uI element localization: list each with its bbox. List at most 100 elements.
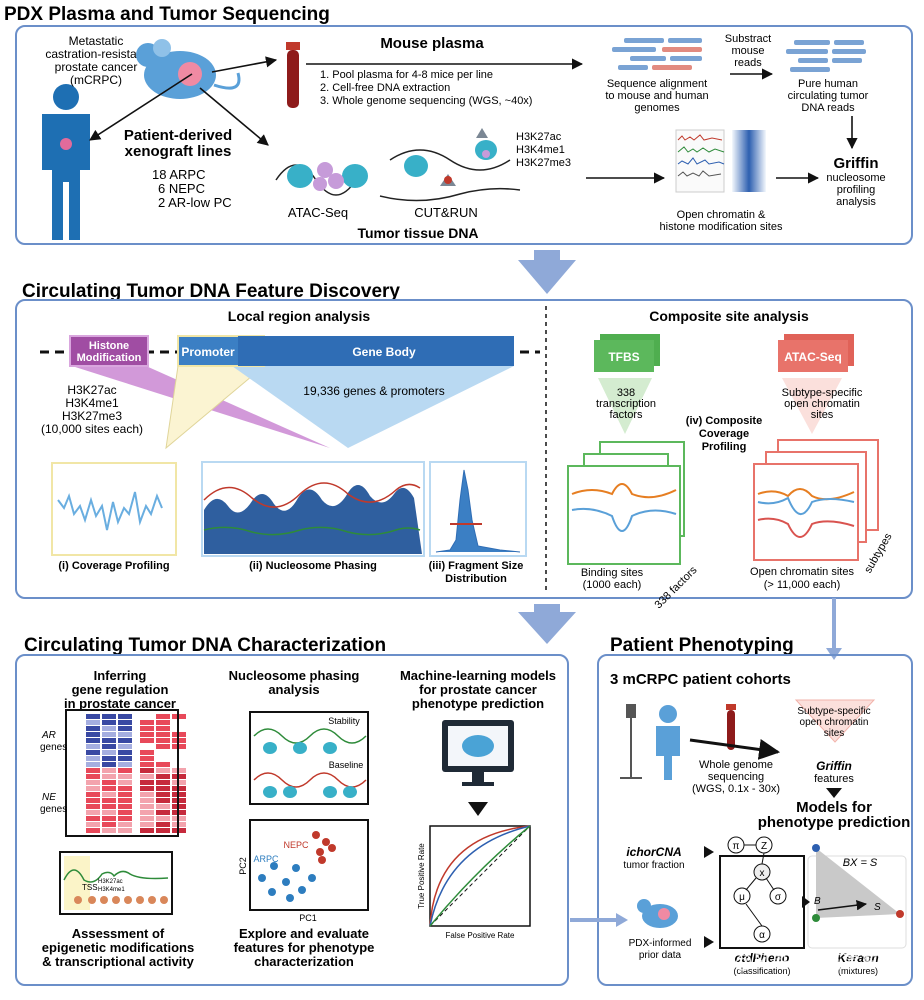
nucphase-green-wave <box>253 728 367 744</box>
pc1-label: PC1 <box>299 913 317 923</box>
roc-green-curve <box>429 825 531 927</box>
nucphase-label-1: Nucleosome phasing <box>229 668 360 683</box>
classif-label: (classification) <box>733 966 790 976</box>
ccp-label-2: Coverage <box>699 428 749 440</box>
mouse-to-tissue-arrow <box>199 87 269 146</box>
tpr-label: True Positive Rate <box>417 843 426 909</box>
subtypes-label: subtypes <box>862 531 895 576</box>
tss-h3k27ac: H3K27ac <box>98 879 123 885</box>
heatmap-cell <box>86 774 100 779</box>
heatmap-cell <box>156 828 170 833</box>
stability-label: Stability <box>328 716 360 726</box>
atac-curve-red <box>757 517 855 538</box>
opensites-label-2: (> 11,000 each) <box>764 579 841 591</box>
ml-label-3: phenotype prediction <box>412 696 544 711</box>
mixed-reads-icon <box>612 38 702 70</box>
iv-stand-icon <box>620 704 642 779</box>
nucphase-label-2: analysis <box>268 682 319 697</box>
ml-label-1: Machine-learning models <box>400 668 556 683</box>
fragment-label-2: Distribution <box>445 573 507 585</box>
heatmap-cell <box>118 810 132 815</box>
s2-mark-h3k4me1: H3K4me1 <box>65 396 119 410</box>
subtract-label-3: reads <box>734 57 762 69</box>
pure-label-3: DNA reads <box>801 102 855 114</box>
tf-label-1: 338 <box>617 387 635 399</box>
ne-genes-label: genes <box>40 804 67 815</box>
griffin-label: Griffin <box>834 155 879 172</box>
subtype-label-1: Subtype-specific <box>782 387 863 399</box>
genebody-wedge <box>232 366 514 448</box>
s2-mark-h3k27me3: H3K27me3 <box>62 409 122 423</box>
section2-panel <box>15 299 913 599</box>
explore-label-1: Explore and evaluate <box>239 926 369 941</box>
pi-symbol: π <box>733 841 740 852</box>
heatmap-cell <box>156 726 170 731</box>
heatmap-cell <box>156 720 170 725</box>
flow-arrow-1 <box>518 250 576 294</box>
heatmap-cell <box>102 804 116 809</box>
heatmap-cell <box>156 786 170 791</box>
prior-label-1: PDX-informed <box>629 938 692 949</box>
heatmap-cell <box>102 732 116 737</box>
heatmap-cell <box>102 786 116 791</box>
infer-label-3: in prostate cancer <box>64 696 176 711</box>
heatmap-cell <box>102 822 116 827</box>
subtract-label-1: Substract <box>725 33 771 45</box>
heatmap-cell <box>140 738 154 743</box>
open-label-2: histone modification sites <box>660 221 783 233</box>
mu-symbol: μ <box>739 892 745 903</box>
heatmap-cell <box>118 768 132 773</box>
subtract-label-2: mouse <box>731 45 764 57</box>
heatmap-cell <box>156 792 170 797</box>
s4-griffin-label: Griffin <box>816 759 852 773</box>
phasing-label: (ii) Nucleosome Phasing <box>249 560 377 572</box>
tf-curve-orange <box>571 483 677 499</box>
heatmap-cell <box>140 798 154 803</box>
coverage-line <box>57 491 163 531</box>
fragment-label-1: (iii) Fragment Size <box>429 560 524 572</box>
heatmap-cell <box>118 714 132 719</box>
heatmap-cell <box>140 762 154 767</box>
heatmap-cell <box>118 732 132 737</box>
align-label-3: genomes <box>634 102 680 114</box>
roc-red-curve <box>429 825 531 927</box>
plasma-title: Mouse plasma <box>380 35 484 52</box>
genebody-box <box>238 336 514 366</box>
patient-label-3: prostate cancer <box>55 60 138 74</box>
atac-wedge <box>782 378 842 434</box>
heatmap-cell <box>86 816 100 821</box>
prior-arrow <box>704 936 714 948</box>
ichor-label: ichorCNA <box>626 845 681 859</box>
align-label-1: Sequence alignment <box>607 78 707 90</box>
tf-label-3: factors <box>609 409 643 421</box>
nucleosome-atac-icon <box>275 162 368 196</box>
tfbs-label: TFBS <box>608 350 639 364</box>
mouse-icon <box>136 39 241 99</box>
histone-label-1: Histone <box>89 340 129 352</box>
alpha-symbol: α <box>759 930 765 941</box>
heatmap-cell <box>156 822 170 827</box>
s1-mark-h3k27me3: H3K27me3 <box>516 157 571 169</box>
heatmap-cell <box>86 726 100 731</box>
heatmap-cell <box>102 816 116 821</box>
heatmap-cell <box>86 780 100 785</box>
ccp-label-1: (iv) Composite <box>686 415 762 427</box>
heatmap-cell <box>140 720 154 725</box>
prior-mouse-icon <box>637 899 678 928</box>
heatmap-cell <box>102 828 116 833</box>
heatmap-cell <box>102 780 116 785</box>
heatmap-cell <box>118 792 132 797</box>
heatmap-cell <box>86 744 100 749</box>
s2-mark-h3k27ac: H3K27ac <box>67 383 116 397</box>
s1-mark-h3k4me1: H3K4me1 <box>516 144 565 156</box>
ccp-label-3: Profiling <box>702 441 747 453</box>
heatmap-cell <box>118 804 132 809</box>
plasma-step-2: 2. Cell-free DNA extraction <box>320 82 450 94</box>
blood-tube-icon <box>286 42 300 108</box>
pca-plot <box>249 819 369 911</box>
atac-label: ATAC-Seq <box>288 205 348 220</box>
z-symbol: Z <box>761 841 767 852</box>
ar-genes-label: genes <box>40 742 67 753</box>
heatmap-cell <box>86 762 100 767</box>
section4-title: Patient Phenotyping <box>610 635 794 656</box>
